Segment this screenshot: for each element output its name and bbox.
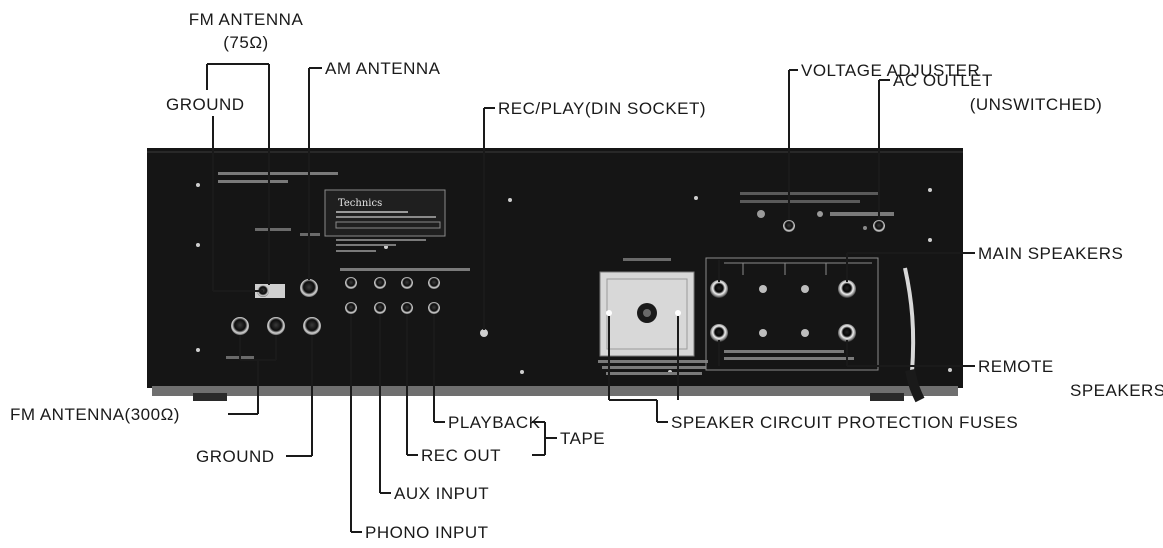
playback-jack-top[interactable] <box>428 277 440 289</box>
ac-outlet[interactable] <box>873 220 885 232</box>
panel-body <box>147 148 963 388</box>
label-fm-antenna-75-line1: FM ANTENNA <box>189 10 304 29</box>
label-tape: TAPE <box>560 429 605 448</box>
amplifier-rear-panel: Technics <box>147 148 963 403</box>
label-main-speakers: MAIN SPEAKERS <box>978 244 1123 263</box>
model-label-plate: Technics <box>324 189 446 252</box>
label-speaker-fuses: SPEAKER CIRCUIT PROTECTION FUSES <box>671 413 1018 432</box>
rec-out-jack-top[interactable] <box>401 277 413 289</box>
fuse-left[interactable] <box>606 310 612 316</box>
remote-speaker-terminal-3[interactable] <box>801 329 809 337</box>
label-phono-input: PHONO INPUT <box>365 523 489 542</box>
fm300-terminal-right[interactable] <box>267 317 285 335</box>
fm300-terminal-left[interactable] <box>231 317 249 335</box>
remote-speaker-terminal-2[interactable] <box>759 329 767 337</box>
remote-speaker-terminal-4[interactable] <box>838 324 856 342</box>
label-voltage-adjuster: VOLTAGE ADJUSTER <box>801 61 980 80</box>
din-socket[interactable] <box>480 329 488 337</box>
label-fm-antenna-75-line2: (75Ω) <box>223 33 268 52</box>
panel-base-strip <box>152 386 958 396</box>
label-rec-out: REC OUT <box>421 446 501 465</box>
power-cord-highlight <box>903 267 916 373</box>
phono-jack-top[interactable] <box>345 277 357 289</box>
aux-jack-bottom[interactable] <box>374 302 386 314</box>
leader-lines <box>206 63 975 533</box>
playback-jack-bottom[interactable] <box>428 302 440 314</box>
foot-left <box>193 393 227 401</box>
label-ground-top: GROUND <box>166 95 245 114</box>
jack-label-strip <box>340 268 470 271</box>
rca-jacks <box>345 277 440 314</box>
label-ac-outlet-line2: (UNSWITCHED) <box>970 95 1103 114</box>
foot-right <box>870 393 904 401</box>
fuse-right[interactable] <box>675 310 681 316</box>
power-cord <box>905 368 925 403</box>
callout-labels: FM ANTENNA (75Ω) GROUND AM ANTENNA REC/P… <box>10 10 1163 542</box>
label-remote-speakers-line1: REMOTE <box>978 357 1054 376</box>
am-antenna-terminal[interactable] <box>300 279 318 297</box>
label-aux-input: AUX INPUT <box>394 484 489 503</box>
main-speaker-terminal-2[interactable] <box>759 285 767 293</box>
label-playback: PLAYBACK <box>448 413 541 432</box>
ac-outlet-slot <box>830 212 894 216</box>
main-speaker-terminal-4[interactable] <box>838 280 856 298</box>
aux-jack-top[interactable] <box>374 277 386 289</box>
label-rec-play-din: REC/PLAY(DIN SOCKET) <box>498 99 706 118</box>
label-ground-bottom: GROUND <box>196 447 275 466</box>
ground-terminal[interactable] <box>303 317 321 335</box>
label-remote-speakers-line2: SPEAKERS <box>1070 381 1163 400</box>
brand-logo: Technics <box>338 198 382 209</box>
main-speaker-terminal-3[interactable] <box>801 285 809 293</box>
label-ac-outlet-line1: AC OUTLET <box>893 71 993 90</box>
voltage-adjuster-knob[interactable] <box>783 220 795 232</box>
rec-out-jack-bottom[interactable] <box>401 302 413 314</box>
label-am-antenna: AM ANTENNA <box>325 59 441 78</box>
main-speaker-terminal-1[interactable] <box>710 280 728 298</box>
label-fm-antenna-300: FM ANTENNA(300Ω) <box>10 405 180 424</box>
phono-jack-bottom[interactable] <box>345 302 357 314</box>
remote-speaker-terminal-1[interactable] <box>710 324 728 342</box>
